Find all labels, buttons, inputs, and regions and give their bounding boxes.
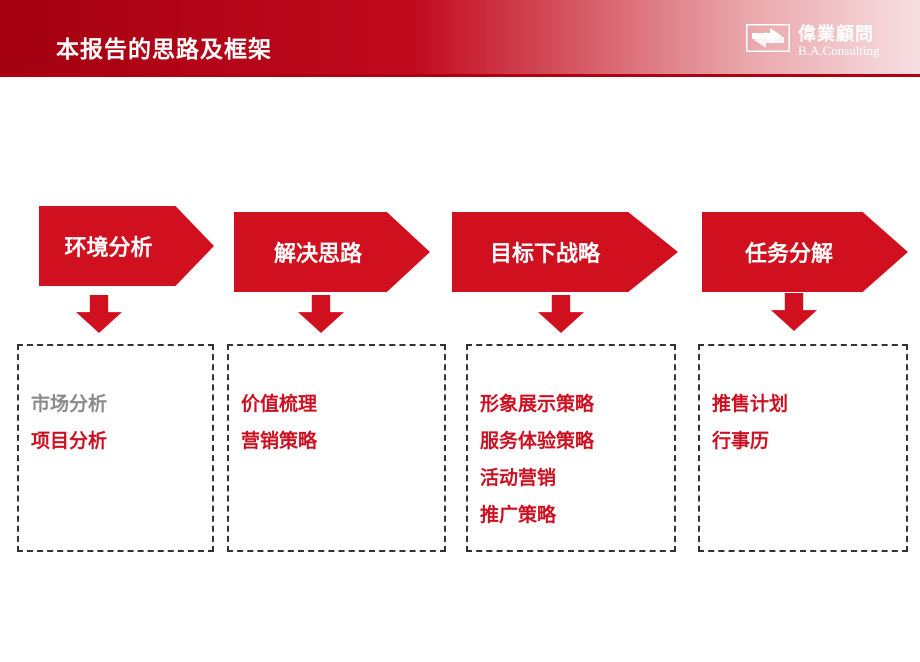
logo-arrows-icon xyxy=(746,24,790,52)
down-arrow-icon xyxy=(771,293,817,331)
list-item: 推售计划 xyxy=(712,393,789,415)
step-detail-box: 市场分析 项目分析 xyxy=(17,344,214,552)
slide-header: 本报告的思路及框架 偉業顧問 B.A.Consulting xyxy=(0,0,920,74)
list-item: 项目分析 xyxy=(31,430,108,452)
down-arrow-icon xyxy=(298,295,344,333)
detail-list: 推售计划 行事历 xyxy=(712,386,788,460)
list-item: 市场分析 xyxy=(31,393,108,415)
company-logo: 偉業顧問 B.A.Consulting xyxy=(746,18,906,62)
down-arrow-icon xyxy=(76,295,122,333)
page-title: 本报告的思路及框架 xyxy=(56,37,272,63)
logo-english-name: B.A.Consulting xyxy=(798,43,880,58)
list-item: 形象展示策略 xyxy=(480,393,595,415)
step-arrow-environment-analysis: 环境分析 xyxy=(39,206,214,286)
step-detail-box: 价值梳理 营销策略 xyxy=(227,344,446,552)
list-item: 营销策略 xyxy=(241,430,318,452)
list-item: 活动营销 xyxy=(480,467,557,489)
detail-list: 价值梳理 营销策略 xyxy=(241,386,317,460)
detail-list: 市场分析 项目分析 xyxy=(31,386,107,460)
logo-chinese-name: 偉業顧問 xyxy=(798,24,874,45)
step-arrow-goal-strategy: 目标下战略 xyxy=(452,212,678,292)
list-item: 行事历 xyxy=(712,430,770,452)
step-label: 解决思路 xyxy=(273,242,362,267)
step-label: 目标下战略 xyxy=(489,242,600,267)
step-arrow-task-breakdown: 任务分解 xyxy=(702,212,908,292)
list-item: 服务体验策略 xyxy=(480,430,595,452)
list-item: 价值梳理 xyxy=(241,393,318,415)
step-label: 环境分析 xyxy=(64,236,153,261)
step-arrow-solution-approach: 解决思路 xyxy=(234,212,430,292)
step-detail-box: 形象展示策略 服务体验策略 活动营销 推广策略 xyxy=(466,344,676,552)
list-item: 推广策略 xyxy=(480,504,557,526)
step-detail-box: 推售计划 行事历 xyxy=(698,344,908,552)
header-divider xyxy=(0,74,920,77)
detail-list: 形象展示策略 服务体验策略 活动营销 推广策略 xyxy=(480,386,594,534)
step-label: 任务分解 xyxy=(744,242,833,267)
down-arrow-icon xyxy=(538,295,584,333)
